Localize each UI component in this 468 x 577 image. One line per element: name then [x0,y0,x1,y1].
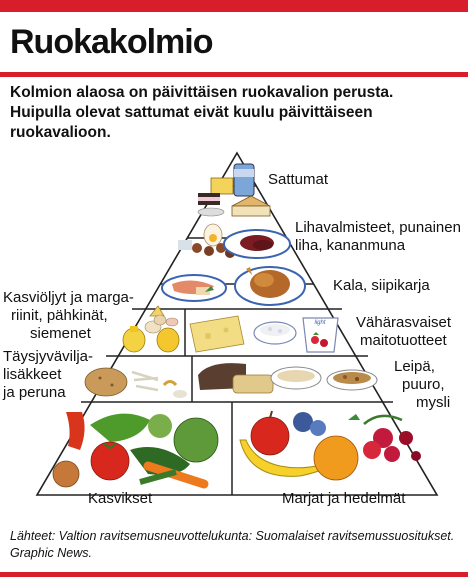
fish-poultry-illustration [161,266,306,306]
label-kasviooljyt-line-3: siemenet [30,325,91,342]
label-kala: Kala, siipikarja [333,277,430,294]
label-lihavalmisteet: Lihavalmisteet, punainen liha, kananmuna [295,219,461,255]
label-kasviooljyt-line-2: riinit, pähkinät, [11,307,108,324]
label-marjat: Marjat ja hedelmät [282,490,406,507]
label-lihavalmisteet-line-1: Lihavalmisteet, punainen [295,219,461,236]
title-divider [0,72,468,77]
dairy-illustration: light [189,315,339,353]
page-title: Ruokakolmio [10,23,213,61]
label-sattumat: Sattumat [268,171,329,188]
label-leipa: Leipä, puuro, mysli [394,358,450,412]
oils-nuts-illustration [122,305,180,353]
label-taysjyva-line-2: lisäkkeet [3,366,62,383]
sweets-illustration [197,163,271,217]
label-taysjyva-line-3: ja peruna [3,384,66,401]
label-kasviooljyt: Kasviöljyt ja marga- riinit, pähkinät, s… [3,289,134,343]
bread-porridge-illustration [198,363,378,394]
label-kasvikset: Kasvikset [88,490,153,507]
yogurt-brand: light [314,320,325,326]
top-red-bar [0,0,468,12]
subtitle: Kolmion alaosa on päivittäisen ruokavali… [10,84,394,141]
label-kasviooljyt-line-1: Kasviöljyt ja marga- [3,289,134,306]
label-maitotuotteet-line-2: maitotuotteet [360,332,447,349]
label-maitotuotteet: Vähärasvaiset maitotuotteet [356,314,451,350]
label-leipa-line-3: mysli [416,394,451,411]
meat-eggs-illustration [178,223,291,259]
potato-illustration [84,367,187,398]
label-leipa-line-2: puuro, [402,376,445,393]
label-lihavalmisteet-line-2: liha, kananmuna [295,237,406,254]
vegetables-illustration [52,412,219,489]
bottom-red-bar [0,572,468,577]
label-leipa-line-1: Leipä, [394,358,435,375]
fruits-berries-illustration [239,410,421,481]
label-taysjyva-line-1: Täysjyväviljа- [3,348,94,365]
label-taysjyva: Täysjyväviljа- lisäkkeet ja peruna [3,348,93,402]
label-maitotuotteet-line-1: Vähärasvaiset [356,314,452,331]
source-credit: Lähteet: Valtion ravitsemusneuvottelukun… [10,529,455,560]
